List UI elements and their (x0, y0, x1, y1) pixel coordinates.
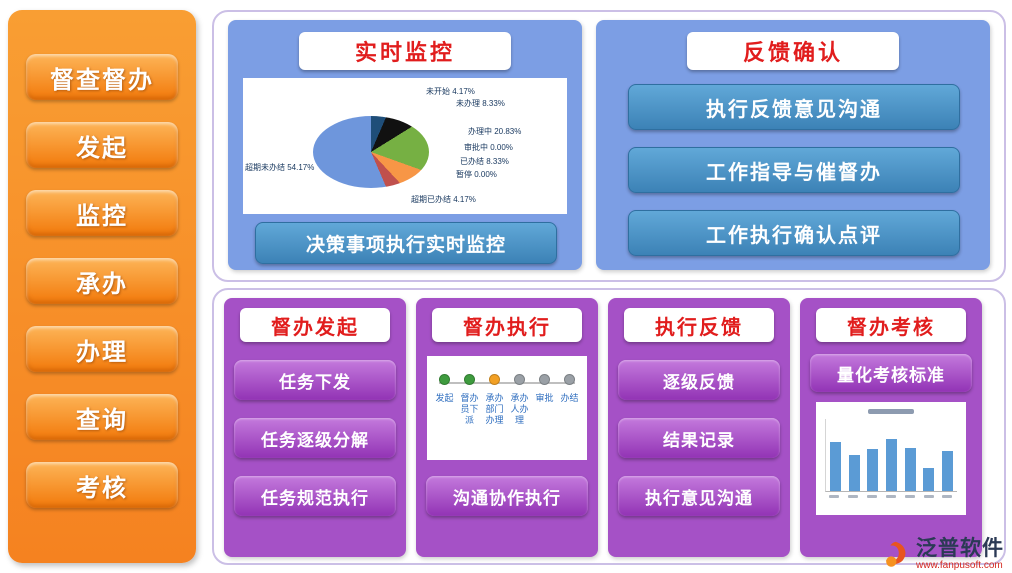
realtime-monitor-panel: 实时监控 未开始 4.17% 未办理 8.33% 办理中 20.83% 审批中 0.0… (228, 20, 582, 270)
sidebar-header-supervision[interactable]: 督查督办 (26, 54, 178, 100)
flow-step-label: 承办部门办理 (485, 393, 504, 425)
bottom-section: 督办发起 任务下发 任务逐级分解 任务规范执行 督办执行 发起督办员下派承办部门… (212, 288, 1006, 565)
flow-step-label: 发起 (435, 393, 454, 403)
exec-feedback-panel-title: 执行反馈 (624, 308, 774, 342)
sidebar: 督查督办 发起 监控 承办 办理 查询 考核 (8, 10, 196, 563)
flow-step-dot (514, 374, 525, 385)
pie-slice-label: 超期已办结 4.17% (411, 195, 476, 204)
flow-step-dot (439, 374, 450, 385)
bar-x-label-stub (867, 495, 878, 498)
bar-x-label-stub (923, 495, 934, 498)
bar-x-label-stub (829, 495, 840, 498)
bar (867, 449, 879, 491)
exec-feedback-panel: 执行反馈 逐级反馈 结果记录 执行意见沟通 (608, 298, 790, 557)
flow-step-label: 督办员下派 (460, 393, 479, 425)
pie-graphic (313, 116, 429, 188)
bar-x-label-stub (885, 495, 896, 498)
flow-step: 督办员下派 (457, 374, 482, 425)
flow-step-dot (539, 374, 550, 385)
bar (904, 447, 916, 491)
pie-chart: 未开始 4.17% 未办理 8.33% 办理中 20.83% 审批中 0.00% 已办结… (243, 78, 567, 214)
supervision-execute-panel: 督办执行 发起督办员下派承办部门办理承办人办理审批办结 沟通协作执行 (416, 298, 598, 557)
bar (885, 439, 897, 491)
initiate-panel-title: 督办发起 (240, 308, 390, 342)
bar-chart (816, 402, 966, 515)
monitor-action-button[interactable]: 决策事项执行实时监控 (255, 222, 557, 264)
bar-series (825, 419, 957, 492)
sidebar-item-initiate[interactable]: 发起 (26, 122, 178, 168)
flow-step-label: 审批 (535, 393, 554, 403)
work-confirm-review-button[interactable]: 工作执行确认点评 (628, 210, 960, 256)
monitor-panel-title: 实时监控 (299, 32, 511, 70)
bar (942, 451, 954, 491)
fanpu-logo-text: 泛普软件 www.fanpusoft.com (916, 538, 1004, 571)
flow-step: 发起 (432, 374, 457, 425)
bar (848, 455, 860, 491)
task-standard-exec-button[interactable]: 任务规范执行 (234, 476, 396, 516)
bar (829, 442, 841, 491)
result-record-button[interactable]: 结果记录 (618, 418, 780, 458)
assess-panel-title: 督办考核 (816, 308, 966, 342)
level-feedback-button[interactable]: 逐级反馈 (618, 360, 780, 400)
pie-slice-label: 办理中 20.83% (468, 127, 522, 136)
bar (923, 467, 935, 491)
feedback-confirm-panel: 反馈确认 执行反馈意见沟通 工作指导与催督办 工作执行确认点评 (596, 20, 990, 270)
flow-step-dot (464, 374, 475, 385)
sidebar-item-monitor[interactable]: 监控 (26, 190, 178, 236)
flow-step-label: 承办人办理 (510, 393, 529, 425)
quantified-standard-button[interactable]: 量化考核标准 (810, 354, 972, 392)
feedback-opinion-button[interactable]: 执行反馈意见沟通 (628, 84, 960, 130)
pie-slice-label: 未开始 4.17% (426, 87, 475, 96)
flow-step: 审批 (532, 374, 557, 425)
fanpu-logo-site: www.fanpusoft.com (916, 559, 1003, 571)
sidebar-item-undertake[interactable]: 承办 (26, 258, 178, 304)
exec-opinion-button[interactable]: 执行意见沟通 (618, 476, 780, 516)
flow-step: 承办部门办理 (482, 374, 507, 425)
supervision-initiate-panel: 督办发起 任务下发 任务逐级分解 任务规范执行 (224, 298, 406, 557)
pie-slice-label: 暂停 0.00% (456, 170, 497, 179)
flow-step-dot (489, 374, 500, 385)
flow-step-dot (564, 374, 575, 385)
flow-step: 办结 (557, 374, 582, 425)
sidebar-item-assess[interactable]: 考核 (26, 462, 178, 508)
bar-chart-title-stub (868, 409, 914, 414)
bar-x-label-stub (848, 495, 859, 498)
bar-x-labels (825, 495, 957, 498)
fanpu-logo-name: 泛普软件 (916, 537, 1004, 561)
fanpu-logo: 泛普软件 www.fanpusoft.com (881, 538, 1004, 571)
supervision-assess-panel: 督办考核 量化考核标准 (800, 298, 982, 557)
collaborate-exec-button[interactable]: 沟通协作执行 (426, 476, 588, 516)
pie-slice-label: 审批中 0.00% (464, 143, 513, 152)
fanpu-logo-icon (885, 541, 906, 567)
work-guidance-button[interactable]: 工作指导与催督办 (628, 147, 960, 193)
pie-slice-label: 已办结 8.33% (460, 157, 509, 166)
sidebar-item-query[interactable]: 查询 (26, 394, 178, 440)
flow-step-label: 办结 (560, 393, 579, 403)
task-decompose-button[interactable]: 任务逐级分解 (234, 418, 396, 458)
bar-x-label-stub (904, 495, 915, 498)
flow-connector-line (439, 382, 575, 384)
pie-slice-label: 超期未办结 54.17% (245, 163, 315, 172)
bar-x-label-stub (942, 495, 953, 498)
pie-slice-label: 未办理 8.33% (456, 99, 505, 108)
flow-step: 承办人办理 (507, 374, 532, 425)
feedback-panel-title: 反馈确认 (687, 32, 899, 70)
top-section: 实时监控 未开始 4.17% 未办理 8.33% 办理中 20.83% 审批中 0.0… (212, 10, 1006, 282)
execute-panel-title: 督办执行 (432, 308, 582, 342)
flow-steps: 发起督办员下派承办部门办理承办人办理审批办结 (427, 374, 587, 425)
workflow-diagram: 发起督办员下派承办部门办理承办人办理审批办结 (427, 356, 587, 460)
sidebar-item-handle[interactable]: 办理 (26, 326, 178, 372)
task-dispatch-button[interactable]: 任务下发 (234, 360, 396, 400)
